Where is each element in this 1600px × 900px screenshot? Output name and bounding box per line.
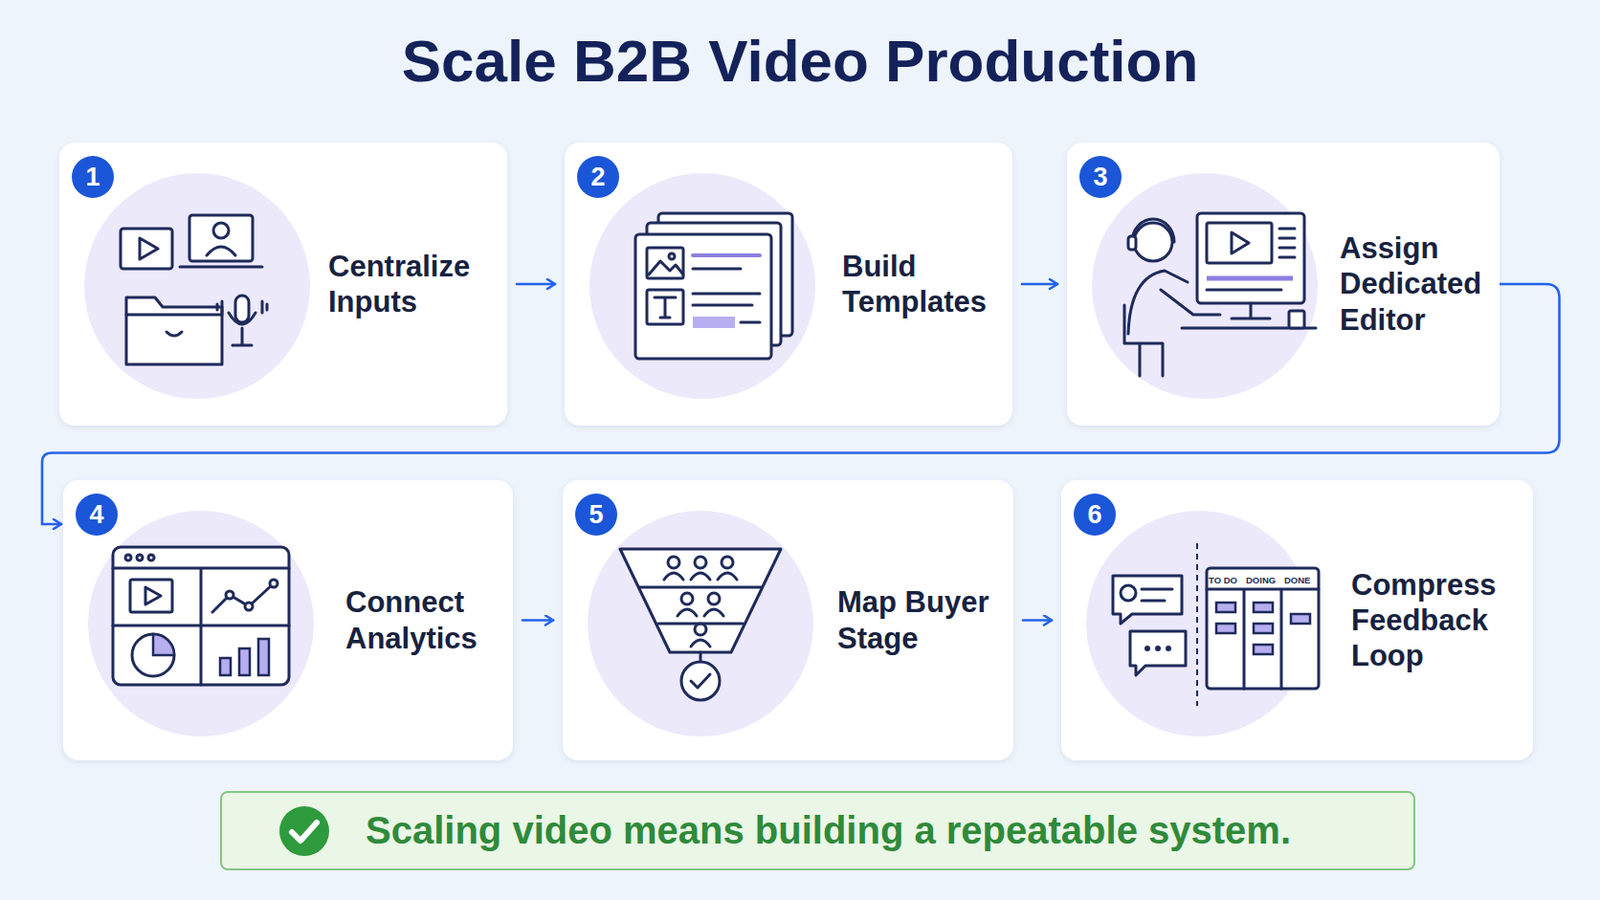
summary-banner: Scaling video means building a repeatabl…: [220, 791, 1416, 871]
step-card: Compress Feedback Loop 6 TO DO DOING DONE: [1061, 480, 1534, 761]
step-label: Connect Analytics: [345, 584, 502, 656]
step-number: 1: [71, 155, 114, 199]
diagram-title: Scale B2B Video Production: [0, 26, 1600, 95]
step-number: 4: [75, 493, 118, 536]
flow-arrow: [516, 283, 556, 287]
editor-icon: [1089, 171, 1339, 401]
step-label: Assign Dedicated Editor: [1339, 230, 1489, 338]
step-number: 6: [1073, 493, 1116, 536]
step-card: Map Buyer Stage 5: [562, 480, 1014, 761]
step-card: Connect Analytics 4: [63, 480, 513, 761]
step-card: Build Templates 2: [564, 142, 1013, 426]
flow-arrow: [1022, 619, 1052, 623]
step-label: Build Templates: [842, 248, 1001, 320]
board-column-label: DOING: [1245, 575, 1276, 586]
analytics-icon: [86, 509, 335, 739]
flow-arrow: [522, 619, 554, 623]
step-label: Map Buyer Stage: [837, 584, 1002, 656]
funnel-icon: [585, 509, 835, 739]
step-number: 5: [575, 493, 618, 536]
step-label: Compress Feedback Loop: [1351, 567, 1522, 675]
templates-icon: [587, 171, 837, 401]
board-column-label: TO DO: [1208, 575, 1238, 586]
flow-arrow: [1022, 283, 1058, 287]
inputs-icon: [82, 171, 332, 401]
step-number: 2: [577, 155, 620, 199]
step-number: 3: [1079, 155, 1122, 199]
feedback-icon: [1084, 509, 1334, 739]
banner-text: Scaling video means building a repeatabl…: [365, 809, 1402, 853]
board-column-label: DONE: [1284, 575, 1311, 586]
step-card: Assign Dedicated Editor 3: [1066, 142, 1500, 426]
step-label: Centralize Inputs: [328, 248, 496, 320]
check-icon: [277, 804, 332, 859]
step-card: Centralize Inputs 1: [59, 142, 508, 426]
